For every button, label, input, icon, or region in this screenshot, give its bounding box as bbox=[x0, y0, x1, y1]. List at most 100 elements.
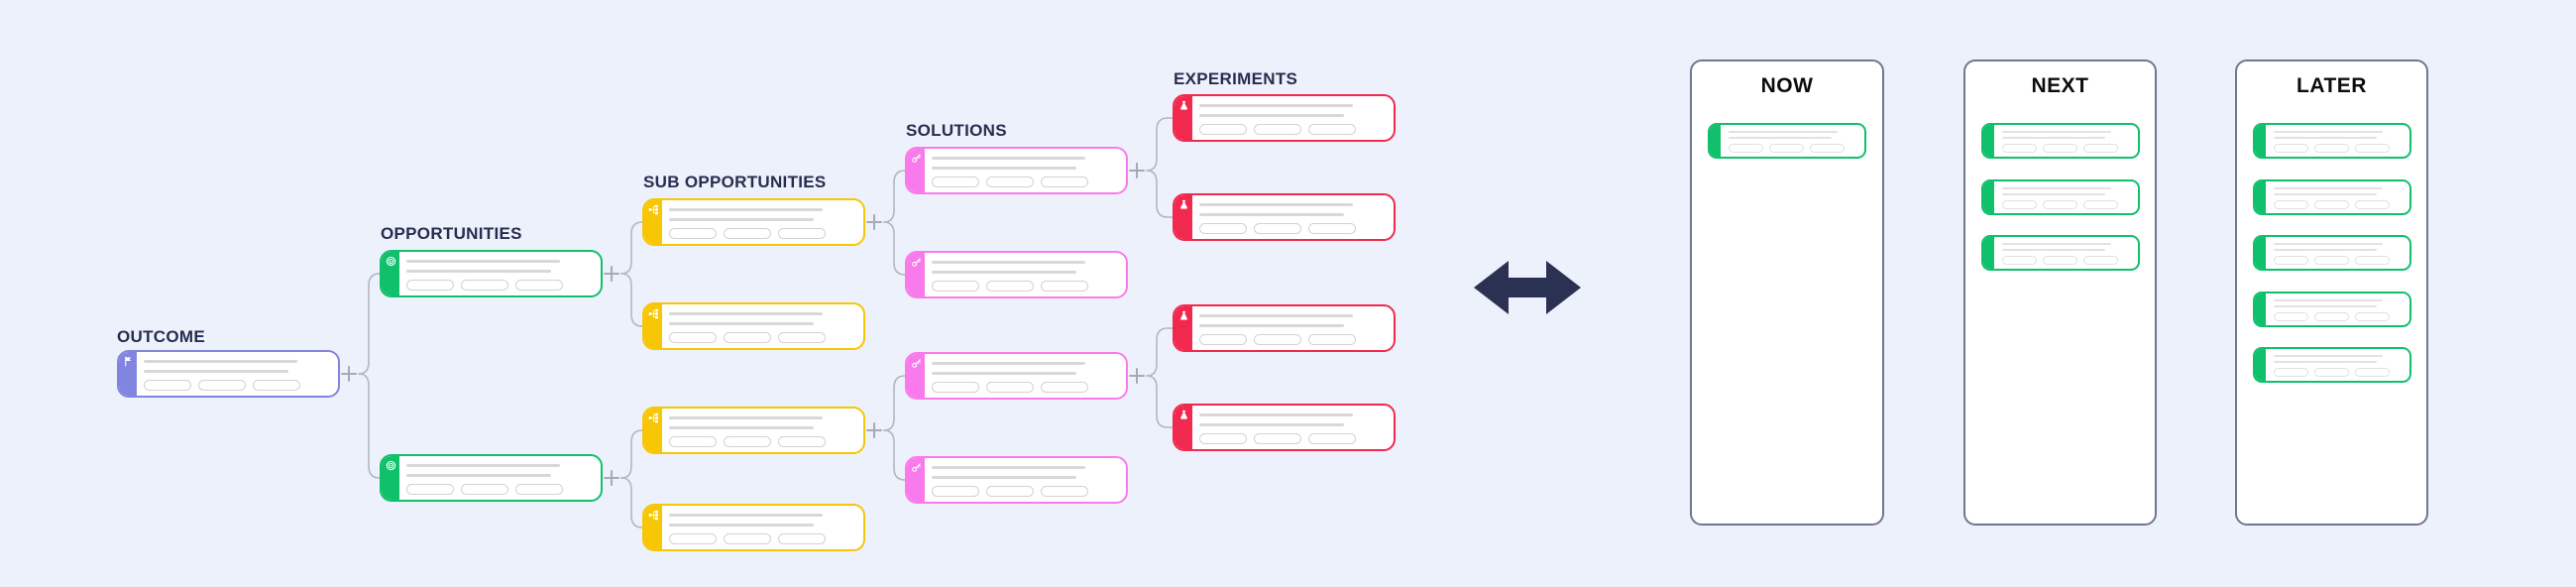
roadmap-card[interactable] bbox=[1708, 123, 1866, 159]
experiment-card[interactable] bbox=[1173, 193, 1396, 241]
skeleton-pill bbox=[2002, 199, 2037, 209]
add-node-button[interactable] bbox=[866, 422, 882, 438]
card-skeleton bbox=[137, 352, 338, 396]
card-color-strip bbox=[119, 352, 137, 396]
skeleton-line bbox=[2002, 131, 2111, 133]
sub-opportunity-card[interactable] bbox=[642, 407, 865, 454]
key-icon bbox=[911, 463, 921, 472]
solution-card[interactable] bbox=[905, 456, 1128, 504]
connector-line bbox=[883, 221, 906, 276]
skeleton-pill bbox=[2274, 144, 2308, 153]
skeleton-line bbox=[2002, 243, 2111, 245]
skeleton-pill bbox=[724, 228, 771, 239]
skeleton-line bbox=[932, 261, 1085, 264]
solution-card[interactable] bbox=[905, 352, 1128, 400]
card-skeleton bbox=[662, 200, 863, 244]
skeleton-pill bbox=[461, 484, 508, 495]
skeleton-pill bbox=[515, 484, 563, 495]
roadmap-card[interactable] bbox=[2253, 123, 2411, 159]
skeleton-line bbox=[1199, 324, 1344, 327]
skeleton-pill bbox=[1199, 223, 1247, 234]
add-node-button[interactable] bbox=[341, 366, 357, 382]
skeleton-pill bbox=[2355, 368, 2390, 377]
flask-icon bbox=[1179, 199, 1187, 209]
skeleton-pill bbox=[986, 176, 1034, 187]
skeleton-pill bbox=[1308, 124, 1356, 135]
skeleton-pill bbox=[724, 332, 771, 343]
connector-line bbox=[620, 221, 643, 275]
roadmap-card[interactable] bbox=[2253, 178, 2411, 215]
skeleton-line bbox=[406, 260, 560, 263]
skeleton-line bbox=[2274, 137, 2377, 139]
skeleton-pill bbox=[1041, 486, 1088, 497]
skeleton-pill bbox=[461, 280, 508, 291]
flask-icon bbox=[1179, 410, 1187, 419]
card-color-strip bbox=[1175, 306, 1192, 350]
card-color-strip bbox=[2255, 125, 2266, 157]
skeleton-pill bbox=[2083, 256, 2118, 265]
connector-line bbox=[620, 477, 643, 528]
target-icon bbox=[386, 256, 395, 267]
roadmap-card[interactable] bbox=[2253, 291, 2411, 327]
skeleton-pill bbox=[669, 533, 717, 544]
skeleton-pill bbox=[1199, 334, 1247, 345]
skeleton-line bbox=[2274, 131, 2383, 133]
card-color-strip bbox=[907, 149, 925, 192]
skeleton-pill bbox=[1810, 144, 1845, 153]
roadmap-card[interactable] bbox=[1981, 235, 2140, 271]
skeleton-line bbox=[1199, 203, 1353, 206]
key-icon bbox=[911, 154, 921, 163]
outcome-card[interactable] bbox=[117, 350, 340, 398]
experiment-card[interactable] bbox=[1173, 304, 1396, 352]
skeleton-line bbox=[2274, 298, 2383, 301]
experiment-card[interactable] bbox=[1173, 404, 1396, 451]
opportunity-card[interactable] bbox=[380, 250, 603, 297]
add-node-button[interactable] bbox=[604, 266, 619, 282]
skeleton-pill bbox=[2355, 311, 2390, 321]
skeleton-line bbox=[669, 514, 823, 517]
opportunity-card[interactable] bbox=[380, 454, 603, 502]
skeleton-line bbox=[406, 270, 551, 273]
skeleton-line bbox=[932, 167, 1076, 170]
experiment-card[interactable] bbox=[1173, 94, 1396, 142]
roadmap-card[interactable] bbox=[1981, 178, 2140, 215]
card-color-strip bbox=[644, 506, 662, 549]
skeleton-pill bbox=[2274, 368, 2308, 377]
add-node-button[interactable] bbox=[866, 214, 882, 230]
sub-opportunity-card[interactable] bbox=[642, 504, 865, 551]
card-skeleton bbox=[1192, 96, 1394, 140]
skeleton-line bbox=[669, 312, 823, 315]
skeleton-pill bbox=[1254, 433, 1301, 444]
solution-card[interactable] bbox=[905, 251, 1128, 298]
roadmap-card[interactable] bbox=[2253, 347, 2411, 383]
solutions-label: SOLUTIONS bbox=[906, 121, 1007, 140]
card-color-strip bbox=[644, 200, 662, 244]
skeleton-pill bbox=[406, 484, 454, 495]
card-skeleton bbox=[1192, 406, 1394, 449]
skeleton-line bbox=[1199, 413, 1353, 416]
card-skeleton bbox=[662, 409, 863, 452]
skeleton-line bbox=[1199, 314, 1353, 317]
roadmap-card[interactable] bbox=[1981, 123, 2140, 159]
sub-opportunity-card[interactable] bbox=[642, 302, 865, 350]
add-node-button[interactable] bbox=[604, 470, 619, 486]
hierarchy-icon bbox=[648, 204, 658, 215]
skeleton-pill bbox=[2002, 144, 2037, 153]
card-skeleton bbox=[925, 354, 1126, 398]
connector-line bbox=[1146, 375, 1174, 428]
hierarchy-icon bbox=[648, 308, 658, 319]
sub-opportunity-card[interactable] bbox=[642, 198, 865, 246]
panel-now-title: NOW bbox=[1760, 74, 1814, 97]
skeleton-line bbox=[2274, 304, 2377, 307]
skeleton-line bbox=[932, 372, 1076, 375]
skeleton-line bbox=[2274, 186, 2383, 189]
skeleton-pill bbox=[669, 332, 717, 343]
skeleton-pill bbox=[2083, 144, 2118, 153]
add-node-button[interactable] bbox=[1129, 163, 1145, 178]
connector-line bbox=[358, 273, 381, 375]
skeleton-pill bbox=[144, 380, 191, 391]
skeleton-line bbox=[2002, 186, 2111, 189]
solution-card[interactable] bbox=[905, 147, 1128, 194]
add-node-button[interactable] bbox=[1129, 368, 1145, 384]
roadmap-card[interactable] bbox=[2253, 235, 2411, 271]
